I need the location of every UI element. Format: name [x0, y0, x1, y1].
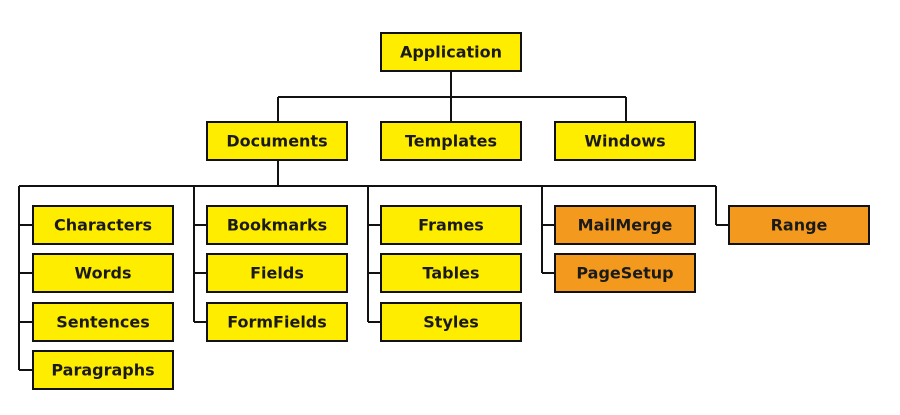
node-label-sentences: Sentences: [56, 313, 150, 332]
node-label-templates: Templates: [405, 132, 497, 151]
node-mailmerge: MailMerge: [554, 205, 696, 245]
node-label-styles: Styles: [423, 313, 478, 332]
node-fields: Fields: [206, 253, 348, 293]
node-windows: Windows: [554, 121, 696, 161]
node-label-documents: Documents: [226, 132, 327, 151]
node-words: Words: [32, 253, 174, 293]
node-tables: Tables: [380, 253, 522, 293]
node-frames: Frames: [380, 205, 522, 245]
node-label-pagesetup: PageSetup: [576, 264, 673, 283]
node-bookmarks: Bookmarks: [206, 205, 348, 245]
node-label-paragraphs: Paragraphs: [51, 361, 154, 380]
node-formfields: FormFields: [206, 302, 348, 342]
node-label-tables: Tables: [423, 264, 480, 283]
node-sentences: Sentences: [32, 302, 174, 342]
node-pagesetup: PageSetup: [554, 253, 696, 293]
node-label-words: Words: [75, 264, 132, 283]
node-label-application: Application: [400, 43, 502, 62]
node-label-characters: Characters: [54, 216, 152, 235]
node-application: Application: [380, 32, 522, 72]
node-label-windows: Windows: [584, 132, 665, 151]
node-range: Range: [728, 205, 870, 245]
node-documents: Documents: [206, 121, 348, 161]
node-paragraphs: Paragraphs: [32, 350, 174, 390]
node-label-mailmerge: MailMerge: [578, 216, 673, 235]
node-label-formfields: FormFields: [227, 313, 327, 332]
node-label-range: Range: [771, 216, 828, 235]
node-characters: Characters: [32, 205, 174, 245]
nodes: Application Documents Templates Windows …: [32, 32, 870, 390]
node-styles: Styles: [380, 302, 522, 342]
node-label-bookmarks: Bookmarks: [227, 216, 327, 235]
node-templates: Templates: [380, 121, 522, 161]
node-label-fields: Fields: [250, 264, 304, 283]
node-label-frames: Frames: [418, 216, 484, 235]
connectors: [18, 71, 729, 371]
